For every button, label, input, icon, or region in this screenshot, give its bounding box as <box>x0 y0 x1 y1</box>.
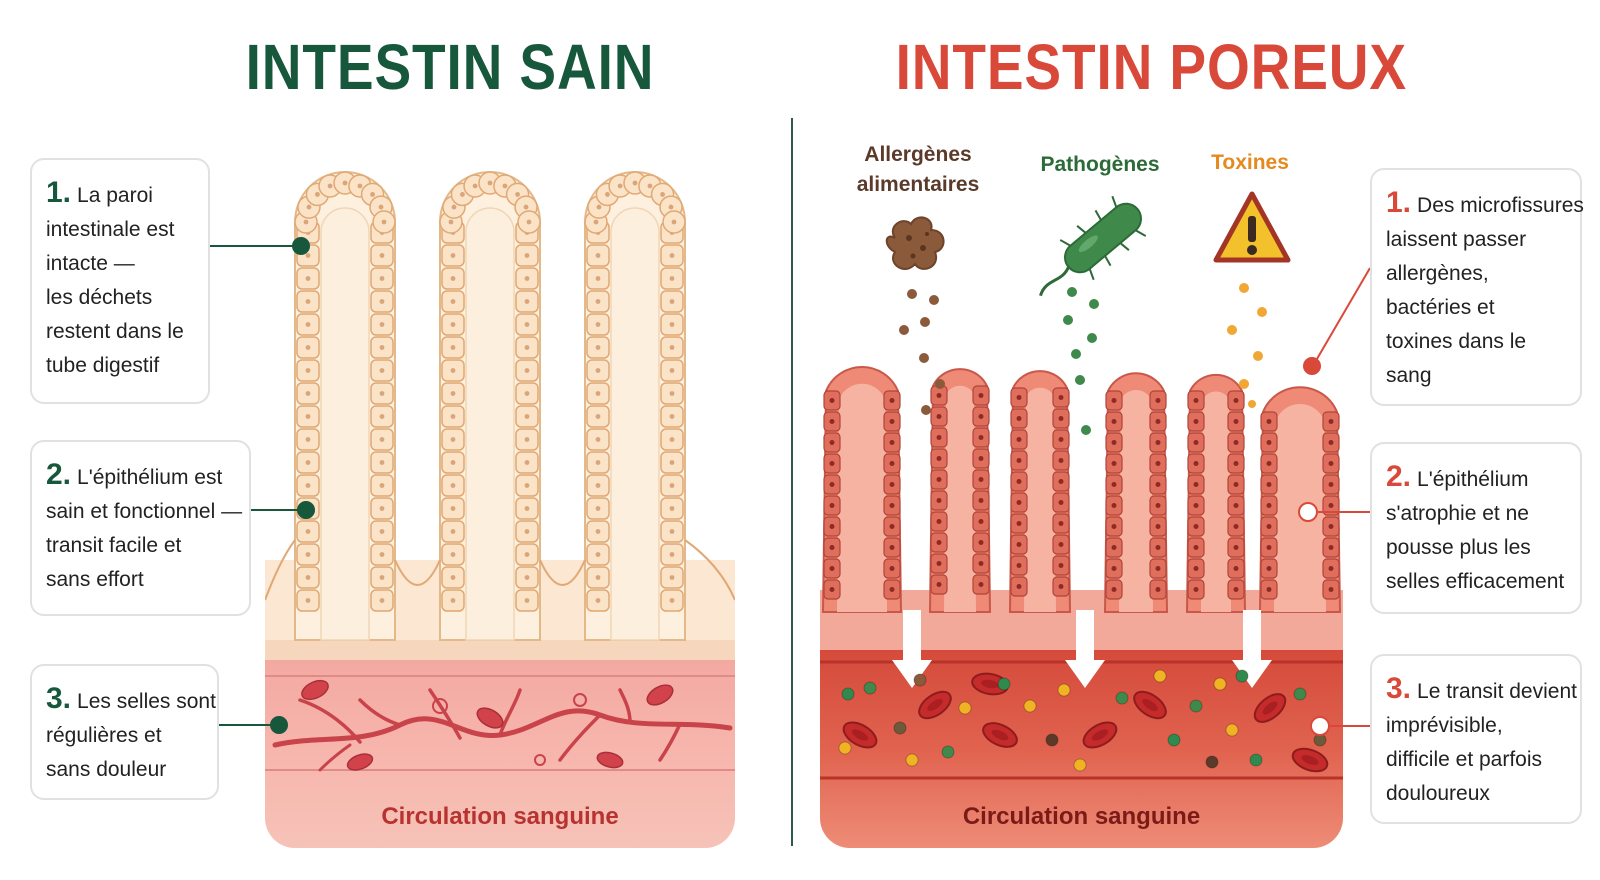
allergen-particles <box>899 289 945 415</box>
card-text: Des microfissures <box>1417 194 1584 217</box>
card-text: laissent passer <box>1386 228 1527 251</box>
red-blood-cells <box>301 679 674 771</box>
card-line: 1.Des microfissures <box>1386 186 1584 223</box>
card-text: allergènes, <box>1386 262 1489 285</box>
card-line: sans effort <box>46 563 235 597</box>
threat-label-pathogens: Pathogènes <box>1040 153 1160 176</box>
card-number: 2. <box>1386 460 1412 493</box>
threat-label-toxins: Toxines <box>1211 151 1289 174</box>
card-text: sans douleur <box>46 758 167 781</box>
card-healthy-1: 1.La paroi intestinale est intacte — les dé… <box>30 158 210 404</box>
healthy-intestine-illustration <box>265 150 735 848</box>
leader-lines-right <box>1298 267 1371 736</box>
blood-label-left: Circulation sanguine <box>381 803 619 830</box>
leader-lines-left <box>210 237 315 734</box>
card-text: L'épithélium est <box>77 466 223 489</box>
card-text: restent dans le <box>46 320 184 343</box>
leak-arrows <box>892 610 1272 688</box>
card-text: imprévisible, <box>1386 714 1503 737</box>
card-number: 2. <box>46 458 72 491</box>
card-line: 3.Les selles sont <box>46 682 216 719</box>
card-healthy-3: 3.Les selles sont régulières et sans doule… <box>30 664 219 800</box>
card-line: les déchets <box>46 281 194 315</box>
card-line: intacte — <box>46 247 194 281</box>
card-line: 1.La paroi <box>46 176 194 213</box>
card-line: sans douleur <box>46 753 203 787</box>
card-line: pousse plus les <box>1386 531 1566 565</box>
card-line: 3.Le transit devient <box>1386 672 1577 709</box>
card-line: bactéries et <box>1386 291 1566 325</box>
card-line: sain et fonctionnel — <box>46 495 242 529</box>
card-text: toxines dans le <box>1386 330 1527 353</box>
card-line: transit facile et <box>46 529 235 563</box>
blood-vessels <box>272 688 733 772</box>
card-text: L'épithélium <box>1417 468 1529 491</box>
card-line: selles efficacement <box>1386 565 1566 599</box>
card-line: régulières et <box>46 719 203 753</box>
card-number: 3. <box>1386 672 1412 705</box>
card-text: intestinale est <box>46 218 175 241</box>
card-number: 3. <box>46 682 72 715</box>
card-line: intestinale est <box>46 213 194 247</box>
card-line: restent dans le <box>46 315 194 349</box>
card-text: selles efficacement <box>1386 570 1565 593</box>
card-text: Le transit devient <box>1417 680 1577 703</box>
card-text: s'atrophie et ne <box>1386 502 1529 525</box>
card-number: 1. <box>1386 186 1412 219</box>
card-text: intacte — <box>46 252 135 275</box>
threat-label-allergens-line1: Allergènes <box>864 143 972 166</box>
card-line: toxines dans le <box>1386 325 1566 359</box>
warning-triangle-icon <box>1213 191 1291 263</box>
card-line: tube digestif <box>46 349 194 383</box>
card-leaky-3: 3.Le transit devient imprévisible, diffici… <box>1370 654 1582 824</box>
card-line: sang <box>1386 359 1566 393</box>
card-text: régulières et <box>46 724 162 747</box>
center-divider <box>791 118 793 846</box>
contaminated-blood <box>838 669 1329 773</box>
card-text: difficile et parfois <box>1386 748 1543 771</box>
blood-label-right: Circulation sanguine <box>962 803 1201 830</box>
card-text: tube digestif <box>46 354 160 377</box>
card-text: transit facile et <box>46 534 182 557</box>
card-line: douloureux <box>1386 777 1566 811</box>
title-healthy-intestine: INTESTIN SAIN <box>245 31 655 103</box>
allergen-particle-icon <box>885 216 945 270</box>
title-leaky-intestine: INTESTIN POREUX <box>895 31 1407 103</box>
card-line: 2.L'épithélium <box>1386 460 1566 497</box>
card-line: 2.L'épithélium est <box>46 458 235 495</box>
card-text: sans effort <box>46 568 144 591</box>
threat-label-allergens-line2: alimentaires <box>856 173 980 196</box>
card-text: sang <box>1386 364 1432 387</box>
card-line: s'atrophie et ne <box>1386 497 1566 531</box>
leaky-villi <box>821 366 1342 613</box>
leaky-intestine-illustration <box>820 340 1343 848</box>
threat-label-allergens: Allergènes alimentaires <box>848 140 988 200</box>
card-text: Les selles sont <box>77 690 216 713</box>
card-text: bactéries et <box>1386 296 1495 319</box>
card-line: imprévisible, <box>1386 709 1566 743</box>
bacteria-icon <box>1039 195 1147 297</box>
card-text: les déchets <box>46 286 153 309</box>
card-line: difficile et parfois <box>1386 743 1566 777</box>
card-number: 1. <box>46 176 72 209</box>
card-text: sain et fonctionnel — <box>46 500 243 523</box>
card-healthy-2: 2.L'épithélium est sain et fonctionnel — t… <box>30 440 251 616</box>
card-leaky-1: 1.Des microfissures laissent passer allerg… <box>1370 168 1584 406</box>
healthy-villi <box>265 171 735 641</box>
card-text: La paroi <box>77 184 153 207</box>
card-text: pousse plus les <box>1386 536 1531 559</box>
card-line: allergènes, <box>1386 257 1566 291</box>
pathogen-particles <box>1063 287 1099 435</box>
toxin-particles <box>1227 283 1267 408</box>
card-line: laissent passer <box>1386 223 1566 257</box>
card-leaky-2: 2.L'épithélium s'atrophie et ne pousse plu… <box>1370 442 1582 614</box>
card-text: douloureux <box>1386 782 1490 805</box>
